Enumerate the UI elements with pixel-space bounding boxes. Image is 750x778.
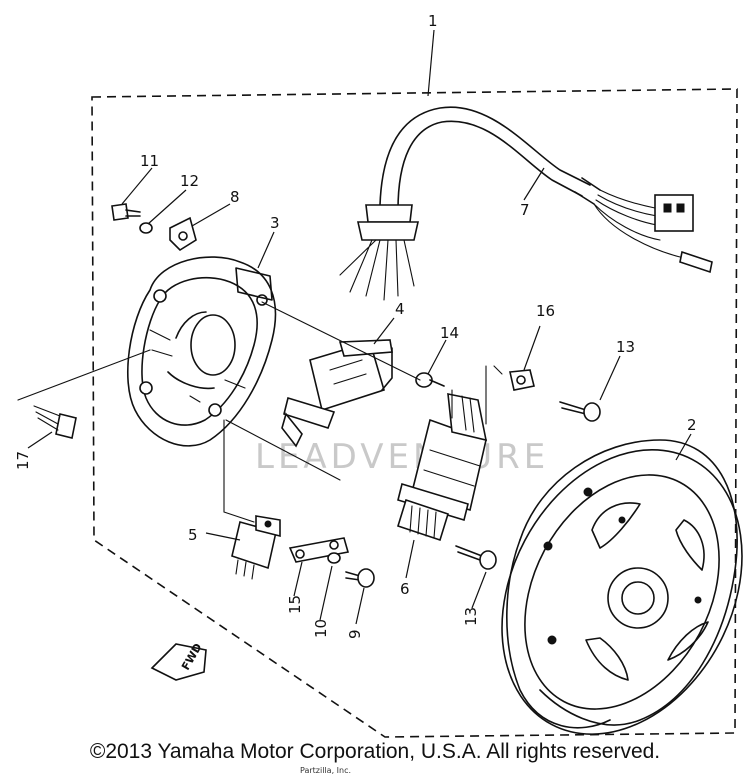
callout-labels: 1 2 3 4 5 6 7 8 9 10 11 12 13 13 14 15 1… (14, 12, 697, 639)
screw-14 (415, 372, 445, 388)
pickup-coil-5 (231, 515, 281, 580)
clamp-8 (169, 216, 197, 252)
leader-lines (17, 29, 692, 625)
bullet-connector (679, 250, 713, 274)
callout-1: 1 (428, 12, 438, 30)
coil-assembly-4 (281, 339, 393, 448)
callout-9: 9 (346, 629, 364, 639)
stator-base-plate (126, 256, 277, 447)
wire-harness (339, 106, 713, 301)
screw-17 (33, 405, 77, 439)
watermark-text: LEADVENTURE (255, 437, 549, 477)
callout-12: 12 (180, 172, 199, 190)
callout-6: 6 (400, 580, 410, 598)
flywheel-rotor (501, 439, 743, 735)
callout-3: 3 (270, 214, 280, 232)
screw-11 (111, 203, 141, 221)
clamp-16 (509, 369, 535, 391)
washer-12 (139, 222, 153, 234)
callout-16: 16 (536, 302, 555, 320)
callout-15: 15 (286, 595, 304, 614)
callout-7: 7 (520, 201, 530, 219)
bracket-15 (288, 537, 350, 563)
grommet (365, 204, 413, 223)
callout-11: 11 (140, 152, 159, 170)
fineprint: Partzilla, Inc. (300, 766, 352, 775)
screw-9 (345, 568, 375, 588)
callout-5: 5 (188, 526, 198, 544)
fwd-arrow: FWD (150, 641, 207, 681)
callout-10: 10 (312, 619, 330, 638)
screw-13-upper (559, 401, 601, 422)
washer-10 (327, 552, 341, 564)
callout-17: 17 (14, 451, 32, 470)
callout-14: 14 (440, 324, 459, 342)
coil-assembly-6 (397, 393, 488, 542)
callout-2: 2 (687, 416, 697, 434)
callout-8: 8 (230, 188, 240, 206)
callout-4: 4 (395, 300, 405, 318)
callout-13-upper: 13 (616, 338, 635, 356)
harness-coupler (654, 194, 694, 232)
callout-13-lower: 13 (462, 607, 480, 626)
copyright-notice: ©2013 Yamaha Motor Corporation, U.S.A. A… (89, 740, 661, 763)
screw-13-lower (455, 545, 497, 570)
